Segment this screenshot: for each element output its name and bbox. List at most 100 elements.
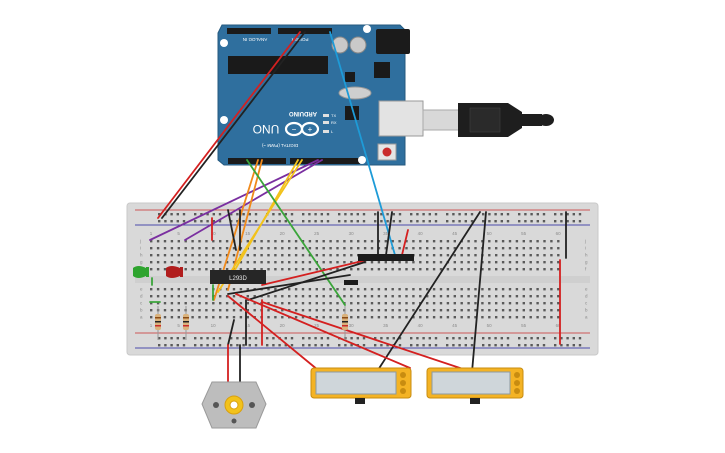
terminal-hole xyxy=(177,247,180,250)
terminal-hole xyxy=(239,288,243,291)
rail-hole xyxy=(464,213,467,216)
terminal-hole xyxy=(536,316,539,319)
rail-hole xyxy=(518,337,521,340)
header-power xyxy=(278,28,332,34)
rail-hole xyxy=(422,344,425,347)
terminal-hole xyxy=(557,295,560,298)
terminal-hole xyxy=(322,288,325,291)
terminal-hole xyxy=(474,254,477,257)
terminal-hole xyxy=(405,288,408,291)
terminal-hole xyxy=(350,261,353,264)
terminal-hole xyxy=(474,302,477,305)
terminal-hole xyxy=(294,316,298,319)
rail-hole xyxy=(506,344,510,347)
rail-hole xyxy=(194,337,197,340)
terminal-hole xyxy=(315,302,318,305)
rail-hole xyxy=(518,220,521,223)
rail-hole xyxy=(554,220,557,223)
header-digital-high xyxy=(290,158,360,164)
terminal-hole xyxy=(550,309,553,312)
terminal-hole xyxy=(377,309,381,312)
terminal-hole xyxy=(501,295,505,298)
terminal-hole xyxy=(467,309,470,312)
rail-hole xyxy=(308,213,311,216)
column-number: 30 xyxy=(349,231,355,236)
terminal-hole xyxy=(432,268,436,271)
rail-hole xyxy=(176,220,179,223)
rail-hole xyxy=(320,337,323,340)
rail-hole xyxy=(530,220,533,223)
rail-hole xyxy=(230,344,233,347)
terminal-hole xyxy=(474,247,477,250)
terminal-hole xyxy=(315,240,318,243)
rail-hole xyxy=(488,213,491,216)
rail-hole xyxy=(212,344,215,347)
terminal-hole xyxy=(405,240,408,243)
rail-hole xyxy=(386,213,389,216)
terminal-hole xyxy=(419,309,422,312)
terminal-hole xyxy=(522,261,525,264)
rail-hole xyxy=(200,220,203,223)
led-icon xyxy=(166,266,183,278)
rail-hole xyxy=(356,337,359,340)
rail-hole xyxy=(158,344,161,347)
rail-hole xyxy=(170,337,173,340)
terminal-hole xyxy=(198,288,201,291)
terminal-hole xyxy=(529,261,532,264)
rail-hole xyxy=(518,213,521,216)
terminal-hole xyxy=(488,240,491,243)
rail-hole xyxy=(560,220,563,223)
terminal-hole xyxy=(150,302,153,305)
terminal-hole xyxy=(322,316,325,319)
terminal-hole xyxy=(495,316,498,319)
terminal-hole xyxy=(474,316,477,319)
terminal-hole xyxy=(177,309,180,312)
terminal-hole xyxy=(198,247,201,250)
terminal-hole xyxy=(294,302,298,305)
rail-hole xyxy=(578,213,582,216)
terminal-hole xyxy=(515,254,519,257)
rail-hole xyxy=(176,344,179,347)
terminal-hole xyxy=(156,254,160,257)
terminal-hole xyxy=(495,309,498,312)
rail-hole xyxy=(464,220,467,223)
terminal-hole xyxy=(281,309,284,312)
rail-hole xyxy=(554,344,557,347)
rail-hole xyxy=(242,344,245,347)
terminal-hole xyxy=(322,240,325,243)
column-number: 40 xyxy=(418,231,424,236)
terminal-hole xyxy=(343,309,346,312)
terminal-hole xyxy=(253,302,256,305)
terminal-hole xyxy=(384,302,387,305)
terminal-hole xyxy=(156,302,160,305)
terminal-hole xyxy=(267,254,270,257)
terminal-hole xyxy=(550,316,553,319)
terminal-hole xyxy=(219,302,222,305)
terminal-hole xyxy=(343,295,346,298)
rail-hole xyxy=(410,220,413,223)
rail-hole xyxy=(362,337,366,340)
column-number: 25 xyxy=(314,231,320,236)
terminal-hole xyxy=(426,288,429,291)
terminal-hole xyxy=(439,316,443,319)
rail-hole xyxy=(494,344,497,347)
terminal-hole xyxy=(460,254,463,257)
terminal-hole xyxy=(357,268,360,271)
terminal-hole xyxy=(322,309,325,312)
terminal-hole xyxy=(294,288,298,291)
terminal-hole xyxy=(198,268,201,271)
rail-hole xyxy=(182,344,186,347)
rail-hole xyxy=(536,220,539,223)
rail-hole xyxy=(254,213,258,216)
terminal-hole xyxy=(350,254,353,257)
rail-hole xyxy=(380,344,383,347)
terminal-hole xyxy=(239,302,243,305)
terminal-hole xyxy=(384,247,387,250)
row-letter: b xyxy=(140,308,143,313)
terminal-hole xyxy=(308,254,312,257)
rail-hole xyxy=(350,337,353,340)
terminal-hole xyxy=(412,309,415,312)
rail-hole xyxy=(338,344,341,347)
terminal-hole xyxy=(336,288,339,291)
terminal-hole xyxy=(274,316,277,319)
